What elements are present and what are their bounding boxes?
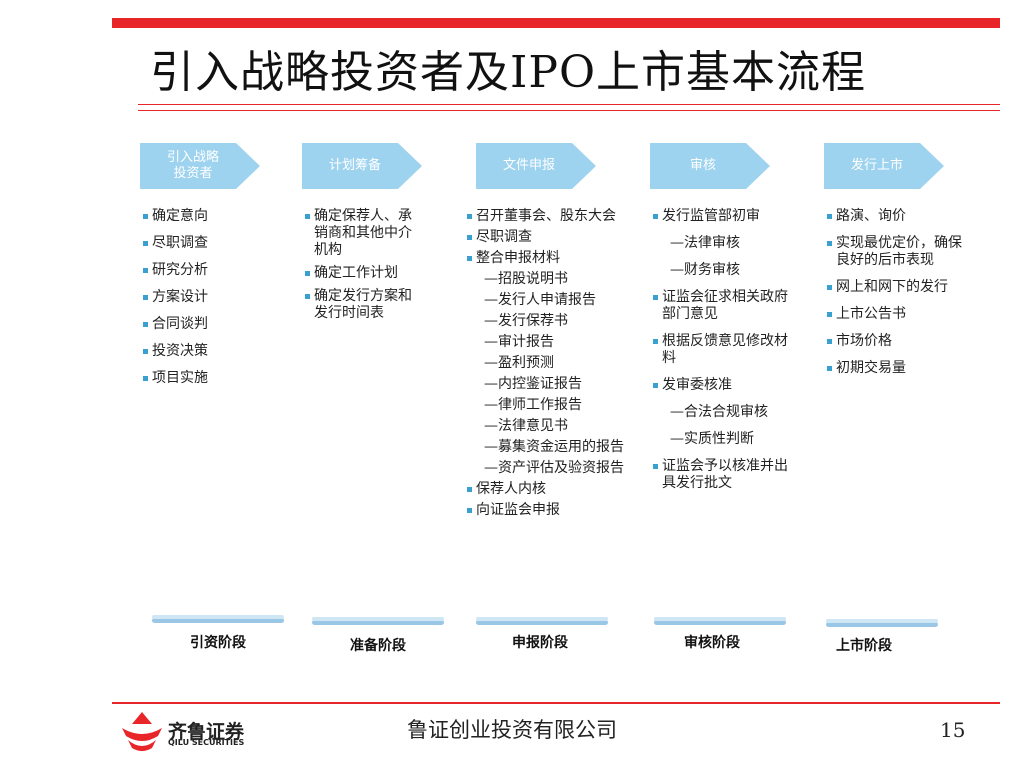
list-item: 召开董事会、股东大会: [466, 208, 626, 225]
company-name: 鲁证创业投资有限公司: [407, 718, 617, 742]
list-item: —审计报告: [484, 334, 554, 350]
step-column-2: 确定保荐人、承销商和其他中介机构确定工作计划确定发行方案和发行时间表: [304, 208, 424, 328]
step-label: 计划筹备: [328, 158, 381, 173]
step-label: 发行上市: [850, 158, 903, 173]
list-item: 初期交易量: [826, 360, 966, 377]
list-item: 路演、询价: [826, 208, 966, 225]
step-column-5: 路演、询价实现最优定价，确保良好的后市表现网上和网下的发行上市公告书市场价格初期…: [826, 208, 966, 387]
logo-text-en: QILU SECURITIES: [168, 738, 245, 747]
list-item: —财务审核: [670, 262, 740, 278]
list-item: 确定保荐人、承销商和其他中介机构: [304, 208, 424, 259]
list-item: 发行监管部初审: [652, 208, 792, 225]
list-item: —律师工作报告: [484, 397, 582, 413]
list-item: —实质性判断: [670, 431, 754, 447]
list-item: 确定发行方案和发行时间表: [304, 288, 424, 322]
list-item: 尽职调查: [466, 229, 626, 246]
list-item: 市场价格: [826, 333, 966, 350]
stage-label: 准备阶段: [350, 638, 406, 654]
page-title: 引入战略投资者及IPO上市基本流程: [150, 47, 867, 98]
list-item: —发行人申请报告: [484, 292, 596, 308]
list-item: —法律审核: [670, 235, 740, 251]
step-label: 审核: [689, 158, 716, 173]
qilu-logo: [118, 710, 268, 760]
stage-bar: [476, 617, 608, 625]
stage-label: 审核阶段: [684, 635, 740, 651]
step-label: 文件申报: [502, 158, 555, 173]
list-item: 合同谈判: [142, 316, 232, 333]
list-item: —合法合规审核: [670, 404, 768, 420]
stage-bar: [654, 617, 786, 625]
list-item: 确定工作计划: [304, 265, 424, 282]
step-column-1: 确定意向尽职调查研究分析方案设计合同谈判投资决策项目实施: [142, 208, 232, 397]
list-item: 尽职调查: [142, 235, 232, 252]
list-item: 确定意向: [142, 208, 232, 225]
list-item: 网上和网下的发行: [826, 279, 966, 296]
list-item: 根据反馈意见修改材料: [652, 333, 792, 367]
list-item: 方案设计: [142, 289, 232, 306]
step-arrow-1: 引入战略投资者: [140, 143, 260, 189]
list-item: 保荐人内核: [466, 481, 626, 498]
list-item: 整合申报材料: [466, 250, 626, 267]
step-label: 引入战略投资者: [166, 150, 219, 181]
stage-label: 引资阶段: [190, 635, 246, 651]
footer-divider: [112, 702, 1000, 704]
page-number: 15: [940, 718, 966, 742]
list-item: 上市公告书: [826, 306, 966, 323]
title-divider-bottom: [138, 110, 1000, 111]
list-item: —盈利预测: [484, 355, 554, 371]
list-item: 研究分析: [142, 262, 232, 279]
qilu-logo-icon: [122, 712, 162, 751]
stage-label: 上市阶段: [836, 638, 892, 654]
title-divider-top: [138, 104, 1000, 105]
list-item: —法律意见书: [484, 418, 568, 434]
list-item: 证监会予以核准并出具发行批文: [652, 458, 792, 492]
list-item: 项目实施: [142, 370, 232, 387]
step-arrow-3: 文件申报: [476, 143, 596, 189]
list-item: —内控鉴证报告: [484, 376, 582, 392]
list-item: 实现最优定价，确保良好的后市表现: [826, 235, 966, 269]
step-arrow-5: 发行上市: [824, 143, 944, 189]
stage-bar: [826, 619, 938, 627]
step-arrow-2: 计划筹备: [302, 143, 422, 189]
stage-bar: [312, 617, 444, 625]
list-item: 证监会征求相关政府部门意见: [652, 289, 792, 323]
step-column-4: 发行监管部初审 —法律审核 —财务审核证监会征求相关政府部门意见根据反馈意见修改材料…: [652, 208, 792, 502]
top-accent-bar: [112, 18, 1000, 28]
stage-label: 申报阶段: [512, 635, 568, 651]
list-item: —招股说明书: [484, 271, 568, 287]
logo-text-cn: 齐鲁证券: [168, 721, 245, 743]
list-item: 发审委核准: [652, 377, 792, 394]
step-column-3: 召开董事会、股东大会尽职调查整合申报材料 —招股说明书 —发行人申请报告 —发行保荐书…: [466, 208, 626, 523]
list-item: —资产评估及验资报告: [484, 460, 624, 476]
list-item: 向证监会申报: [466, 502, 626, 519]
list-item: 投资决策: [142, 343, 232, 360]
list-item: —发行保荐书: [484, 313, 568, 329]
step-arrow-4: 审核: [650, 143, 770, 189]
stage-bar: [152, 615, 284, 623]
list-item: —募集资金运用的报告: [484, 439, 624, 455]
